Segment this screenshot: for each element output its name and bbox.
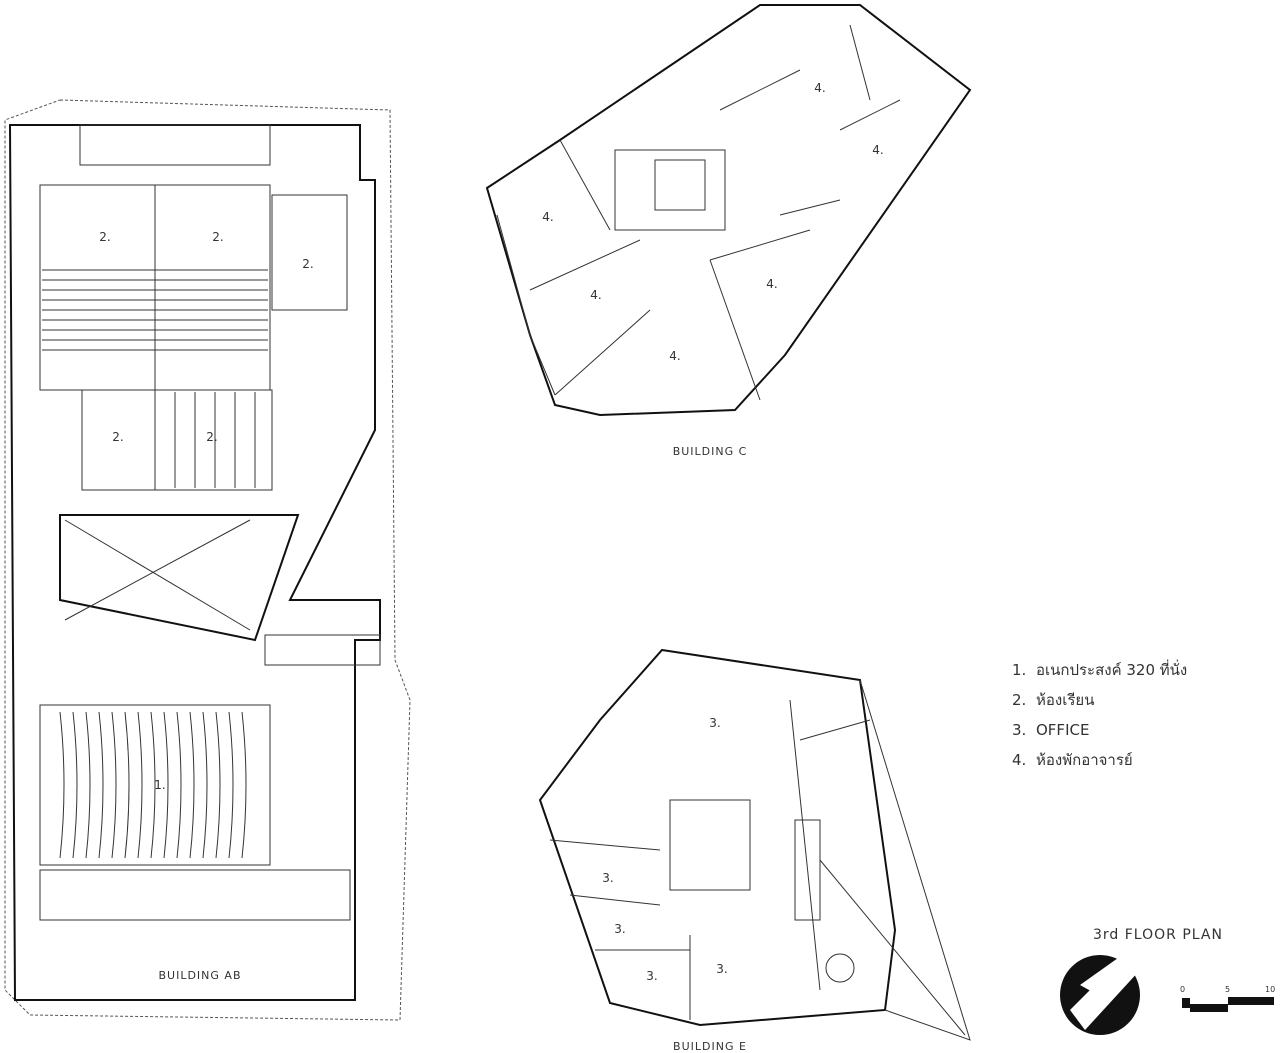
seat-row xyxy=(72,711,78,859)
room-label: 4. xyxy=(669,349,681,363)
legend-item: 3.OFFICE xyxy=(1012,721,1090,739)
room-label: 4. xyxy=(542,210,554,224)
north-arrow-icon xyxy=(1060,955,1140,1035)
building-c-name: BUILDING C xyxy=(672,445,748,458)
room-label: 3. xyxy=(614,922,626,936)
room-label: 1. xyxy=(154,778,166,792)
seat-row xyxy=(176,711,182,859)
scale-tick: 0 xyxy=(1180,985,1186,994)
legend-item: 4.ห้องพักอาจารย์ xyxy=(1012,751,1133,769)
room-label: 3. xyxy=(646,969,658,983)
room-label: 4. xyxy=(872,143,884,157)
seat-row xyxy=(124,711,130,859)
seat-row xyxy=(150,711,156,859)
seat-row xyxy=(228,711,234,859)
seat-row xyxy=(202,711,208,859)
room-label: 2. xyxy=(212,230,224,244)
seat-row xyxy=(59,711,65,859)
legend-item: 1.อเนกประสงค์ 320 ที่นั่ง xyxy=(1012,661,1188,679)
building-e-name: BUILDING E xyxy=(673,1040,747,1053)
room-label: 4. xyxy=(814,81,826,95)
scale-tick: 10 xyxy=(1265,985,1276,994)
seat-row xyxy=(189,711,195,859)
room-label: 3. xyxy=(716,962,728,976)
seat-row xyxy=(111,711,117,859)
building-e-plan xyxy=(538,648,971,1041)
legend: 1.อเนกประสงค์ 320 ที่นั่ง 2.ห้องเรียน 3.… xyxy=(1012,655,1187,775)
room-label: 2. xyxy=(99,230,111,244)
room-label: 4. xyxy=(590,288,602,302)
legend-item: 2.ห้องเรียน xyxy=(1012,691,1095,709)
room-label: 4. xyxy=(766,277,778,291)
scale-bar xyxy=(1182,997,1274,1012)
seat-row xyxy=(241,711,247,859)
seat-row xyxy=(85,711,91,859)
room-label: 3. xyxy=(709,716,721,730)
plan-title: 3rd FLOOR PLAN xyxy=(1093,927,1223,943)
seat-row xyxy=(163,711,169,859)
room-label: 2. xyxy=(112,430,124,444)
building-ab-name: BUILDING AB xyxy=(158,969,242,982)
building-ab-plan xyxy=(4,99,411,1021)
room-label: 2. xyxy=(206,430,218,444)
room-label: 2. xyxy=(302,257,314,271)
seat-row xyxy=(215,711,221,859)
seat-row xyxy=(137,711,143,859)
building-c-plan xyxy=(485,4,972,417)
room-label: 3. xyxy=(602,871,614,885)
scale-tick: 5 xyxy=(1225,985,1231,994)
seat-row xyxy=(98,711,104,859)
